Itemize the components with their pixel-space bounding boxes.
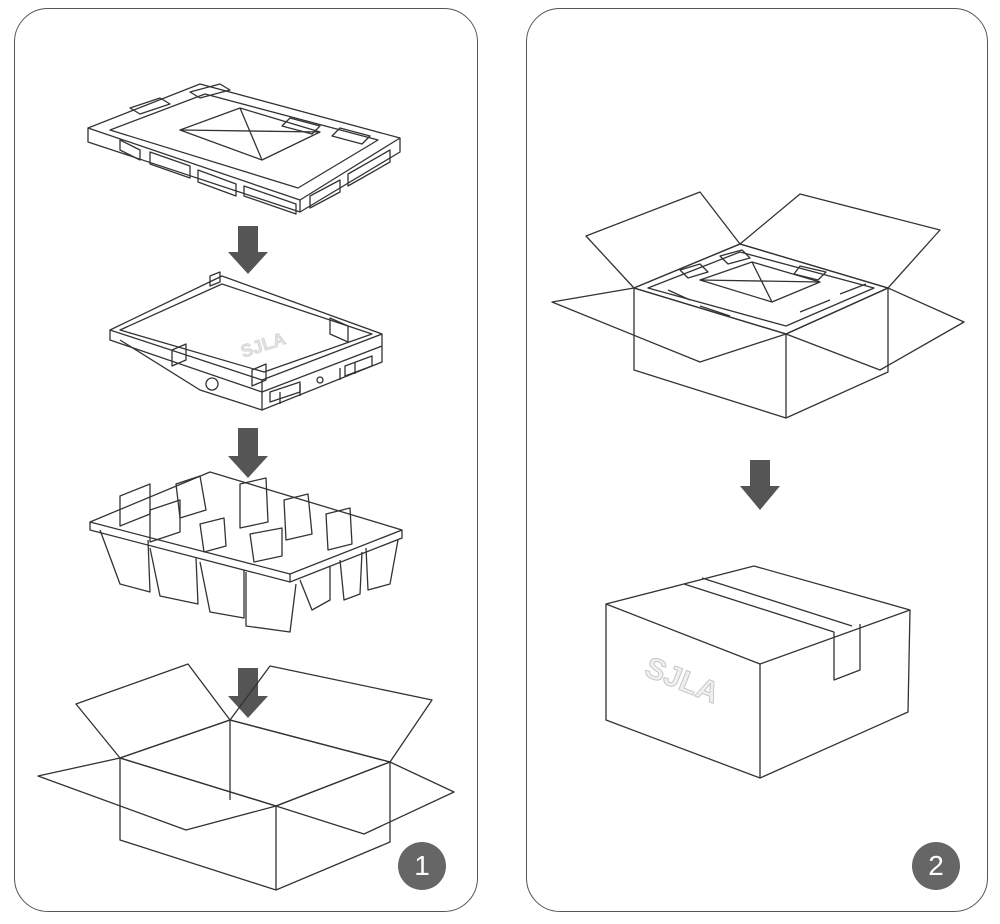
step-number-badge: 1 xyxy=(398,842,446,890)
down-arrow-icon xyxy=(228,668,268,718)
down-arrow-icon xyxy=(228,226,268,274)
bottom-packing-tray-icon xyxy=(90,472,402,632)
down-arrow-icon xyxy=(228,428,268,478)
step-number-badge: 2 xyxy=(912,842,960,890)
down-arrow-icon xyxy=(740,460,780,510)
embossed-brand-logo: SJLA xyxy=(640,651,723,710)
open-box-icon xyxy=(38,664,454,890)
open-box-with-tray-icon xyxy=(552,192,964,418)
floodlight-icon: SJLA xyxy=(110,272,382,410)
sealed-box-icon: SJLA xyxy=(606,566,910,778)
top-packing-tray-icon xyxy=(88,84,400,214)
